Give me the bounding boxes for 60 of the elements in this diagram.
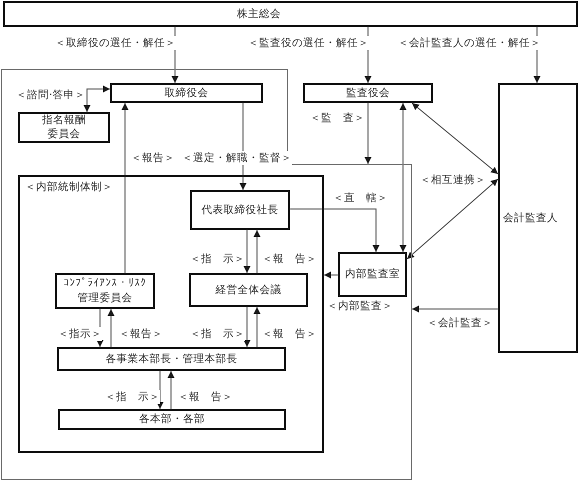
arrow: [324, 272, 338, 278]
unit-name: 取締役会: [164, 86, 208, 100]
org-unit-box: [110, 83, 263, 103]
unit-name: 経営全体会議: [216, 282, 282, 298]
edge-label: ＜直 轄＞: [333, 191, 388, 205]
double-arrow: [406, 178, 498, 260]
edge-label: ＜指 示＞: [190, 327, 245, 341]
edge-label: ＜選定・解職・監督＞: [182, 151, 292, 165]
edge-label: ＜指示＞: [58, 327, 102, 341]
edge-label: ＜報 告＞: [178, 390, 233, 404]
group-title: ＜内部統制体制＞: [25, 180, 113, 195]
org-unit-box: [18, 112, 110, 143]
edge-label: ＜指 示＞: [190, 252, 245, 266]
arrow: [244, 306, 250, 348]
arrow: [254, 230, 260, 274]
org-unit-box: [58, 409, 286, 430]
edge-label: ＜取締役の選任・解任＞: [55, 36, 176, 50]
arrow: [108, 308, 114, 348]
double-arrow: [84, 86, 110, 112]
arrow: [412, 306, 498, 312]
org-unit-box: [55, 273, 155, 309]
org-unit-box: [3, 1, 578, 27]
edge-label: ＜会計監査人の選任・解任＞: [398, 36, 541, 50]
double-arrow: [412, 102, 498, 174]
arrow: [364, 102, 372, 164]
annotation-label: ＜相互連携＞: [420, 173, 486, 187]
arrow: [244, 230, 250, 274]
edge-label: ＜報 告＞: [262, 252, 317, 266]
org-unit-box: [57, 347, 286, 371]
org-unit-box: [498, 83, 578, 353]
double-arrow: [400, 102, 406, 252]
edge-label: ＜報 告＞: [262, 327, 317, 341]
group-frame: [18, 175, 324, 453]
org-unit-box: [190, 190, 290, 230]
edge-label: ＜監査役の選任・解任＞: [248, 36, 369, 50]
unit-name: 各事業本部長・管理本部長: [106, 352, 238, 366]
org-unit-box: [189, 273, 308, 307]
edge-label: ＜報告＞: [131, 151, 175, 165]
edge-label: ＜報告＞: [119, 327, 163, 341]
unit-name: ｺﾝﾌﾟﾗｲｱﾝｽ・ﾘｽｸ管理委員会: [62, 276, 148, 306]
edge-label: ＜監 査＞: [310, 111, 365, 125]
arrow: [122, 102, 128, 274]
arrow: [254, 306, 260, 348]
unit-name: 内部監査室: [345, 267, 400, 282]
edge-label: ＜内部監査＞: [327, 299, 393, 313]
arrow: [290, 208, 380, 252]
org-unit-box: [338, 252, 407, 297]
edge-label: ＜指 示＞: [105, 390, 160, 404]
arrow: [168, 370, 174, 410]
arrow: [156, 370, 164, 410]
unit-name: 会計監査人: [503, 210, 558, 226]
unit-name: 監査役会: [346, 86, 390, 100]
unit-name: 指名報酬委員会: [41, 114, 87, 141]
edge-label: ＜諮問·答申＞: [16, 88, 86, 102]
unit-name: 各本部・各部: [139, 412, 205, 427]
group-outline: [1, 69, 412, 480]
unit-name: 株主総会: [237, 6, 281, 22]
unit-name: 代表取締役社長: [202, 202, 278, 218]
org-unit-box: [303, 83, 433, 103]
edge-label: ＜会計監査＞: [427, 316, 493, 330]
